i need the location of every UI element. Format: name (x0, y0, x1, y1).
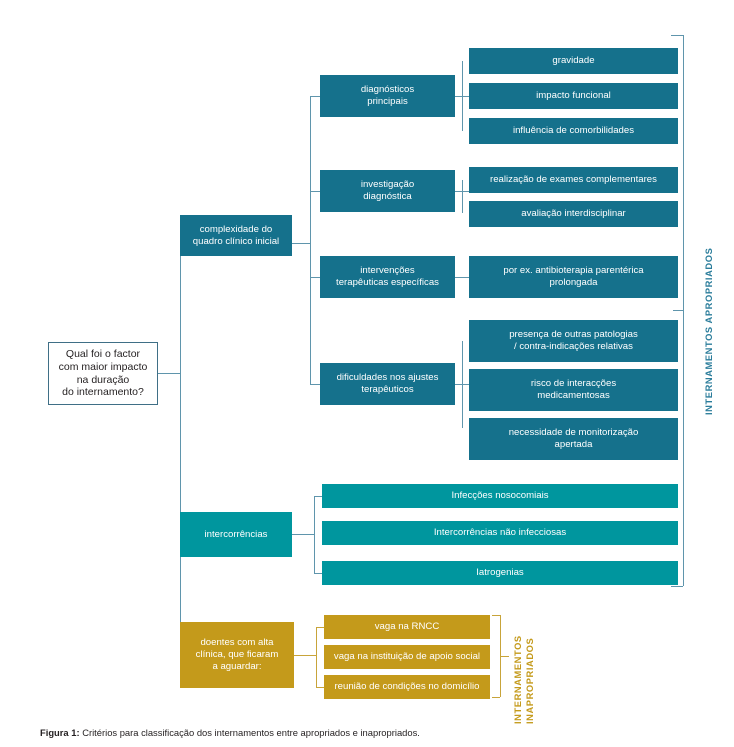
leaf-interaccoes-line-0: risco de interacções (530, 378, 617, 390)
leaf-antibioterapia-line-0: por ex. antibioterapia parentérica (503, 265, 644, 277)
connector-investigacao-trunk (462, 180, 463, 213)
root-line-0: Qual foi o factor (65, 347, 141, 360)
connector-doentes-item-2 (316, 687, 324, 688)
connector-to-diagnosticos (310, 96, 320, 97)
leaf-interaccoes-line-1: medicamentosas (537, 390, 610, 401)
bracket-appropriate-tick (673, 310, 683, 311)
leaf-intercorrencias-nao-infecciosas-label: Intercorrências não infecciosas (433, 527, 567, 539)
connector-doentes-trunk (316, 627, 317, 687)
leaf-reuniao-condicoes[interactable]: reunião de condições no domicílio (324, 675, 490, 699)
leaf-influencia-comorbilidades-label: influência de comorbilidades (512, 125, 635, 137)
group-label-inappropriate-line1: INTERNAMENTOS (513, 635, 523, 724)
leaf-vaga-instituicao-label: vaga na instituição de apoio social (333, 651, 481, 663)
leaf-influencia-comorbilidades[interactable]: influência de comorbilidades (469, 118, 678, 144)
node-investigacao-diagnostica[interactable]: investigação diagnóstica (320, 170, 455, 212)
connector-intervencoes-out (455, 277, 469, 278)
leaf-monitorizacao-line-0: necessidade de monitorização (508, 427, 639, 439)
connector-root-out (158, 373, 180, 374)
connector-dificuldades-trunk (462, 341, 463, 428)
leaf-exames-complementares-label: realização de exames complementares (490, 174, 657, 186)
bracket-inappropriate-top (492, 615, 500, 616)
connector-doentes-out (294, 655, 316, 656)
node-intervencoes-line-1: terapêuticas específicas (336, 277, 439, 288)
connector-to-investigacao (310, 191, 320, 192)
leaf-antibioterapia-parenterica[interactable]: por ex. antibioterapia parentérica prolo… (469, 256, 678, 298)
node-dificuldades-line-1: terapêuticos (361, 384, 414, 395)
node-diagnosticos-line-0: diagnósticos (360, 84, 415, 96)
connector-intercorrencias-out (292, 534, 314, 535)
connector-doentes-item-0 (316, 627, 324, 628)
leaf-monitorizacao-apertada[interactable]: necessidade de monitorização apertada (469, 418, 678, 460)
bracket-appropriate-top (671, 35, 683, 36)
leaf-avaliacao-interdisciplinar-label: avaliação interdisciplinar (521, 208, 626, 220)
node-dificuldades-line-0: dificuldades nos ajustes (336, 372, 439, 384)
branch-intercorrencias-label: intercorrências (204, 528, 268, 540)
connector-intercorrencias-trunk (314, 496, 315, 573)
root-line-2: na duração (76, 373, 130, 386)
leaf-iatrogenias[interactable]: Iatrogenias (322, 561, 678, 585)
group-label-inappropriate-line2: INAPROPRIADOS (525, 637, 535, 724)
leaf-infeccoes-nosocomiais[interactable]: Infecções nosocomiais (322, 484, 678, 508)
leaf-outras-patologias-line-1: / contra-indicações relativas (514, 341, 633, 352)
connector-level1-trunk (180, 243, 181, 643)
figure-caption-text: Critérios para classificação dos interna… (79, 727, 420, 738)
bracket-appropriate-bottom (671, 586, 683, 587)
leaf-monitorizacao-line-1: apertada (554, 439, 593, 450)
leaf-iatrogenias-label: Iatrogenias (476, 567, 524, 579)
node-investigacao-line-1: diagnóstica (363, 191, 412, 202)
leaf-avaliacao-interdisciplinar[interactable]: avaliação interdisciplinar (469, 201, 678, 227)
connector-level2-trunk (310, 96, 311, 384)
connector-complexidade-out (292, 243, 310, 244)
connector-to-intervencoes (310, 277, 320, 278)
connector-diagnosticos-trunk (462, 61, 463, 131)
group-label-appropriate: INTERNAMENTOS APROPRIADOS (704, 247, 714, 415)
root-line-1: com maior impacto (58, 360, 148, 373)
figure-caption-label: Figura 1: (40, 727, 80, 738)
branch-intercorrencias[interactable]: intercorrências (180, 512, 292, 557)
branch-doentes-line-2: a aguardar: (212, 660, 262, 672)
node-intervencoes-line-0: intervenções (360, 265, 415, 277)
leaf-vaga-instituicao[interactable]: vaga na instituição de apoio social (324, 645, 490, 669)
leaf-infeccoes-nosocomiais-label: Infecções nosocomiais (451, 490, 549, 502)
branch-doentes-line-0: doentes com alta (200, 637, 274, 649)
branch-doentes-line-1: clínica, que ficaram (195, 649, 279, 661)
leaf-antibioterapia-line-1: prolongada (549, 277, 598, 288)
leaf-impacto-funcional-label: impacto funcional (536, 90, 611, 102)
bracket-appropriate (683, 35, 684, 586)
node-investigacao-line-0: investigação (360, 179, 415, 191)
node-intervencoes-terapeuticas[interactable]: intervenções terapêuticas específicas (320, 256, 455, 298)
leaf-outras-patologias[interactable]: presença de outras patologias / contra-i… (469, 320, 678, 362)
figure-caption: Figura 1: Critérios para classificação d… (40, 727, 700, 738)
connector-intercorrencias-item-0 (314, 496, 322, 497)
leaf-gravidade[interactable]: gravidade (469, 48, 678, 74)
leaf-interaccoes-medicamentosas[interactable]: risco de interacções medicamentosas (469, 369, 678, 411)
root-question-box[interactable]: Qual foi o factor com maior impacto na d… (48, 342, 158, 405)
branch-complexidade-line-1: quadro clínico inicial (192, 235, 280, 247)
leaf-impacto-funcional[interactable]: impacto funcional (469, 83, 678, 109)
bracket-inappropriate-tick (500, 656, 509, 657)
branch-doentes-alta-clinica[interactable]: doentes com alta clínica, que ficaram a … (180, 622, 294, 688)
root-line-3: do internamento? (62, 386, 144, 399)
branch-complexidade-line-0: complexidade do (199, 223, 273, 235)
leaf-gravidade-label: gravidade (552, 55, 595, 67)
leaf-intercorrencias-nao-infecciosas[interactable]: Intercorrências não infecciosas (322, 521, 678, 545)
bracket-inappropriate-bottom (492, 697, 500, 698)
leaf-outras-patologias-line-0: presença de outras patologias (509, 329, 638, 341)
leaf-vaga-rncc[interactable]: vaga na RNCC (324, 615, 490, 639)
leaf-vaga-rncc-label: vaga na RNCC (374, 621, 440, 633)
node-diagnosticos-principais[interactable]: diagnósticos principais (320, 75, 455, 117)
connector-intercorrencias-item-2 (314, 573, 322, 574)
node-diagnosticos-line-1: principais (367, 96, 408, 107)
node-dificuldades-ajustes[interactable]: dificuldades nos ajustes terapêuticos (320, 363, 455, 405)
leaf-reuniao-condicoes-label: reunião de condições no domicílio (334, 681, 480, 693)
branch-complexidade[interactable]: complexidade do quadro clínico inicial (180, 215, 292, 256)
connector-to-dificuldades (310, 384, 320, 385)
leaf-exames-complementares[interactable]: realização de exames complementares (469, 167, 678, 193)
